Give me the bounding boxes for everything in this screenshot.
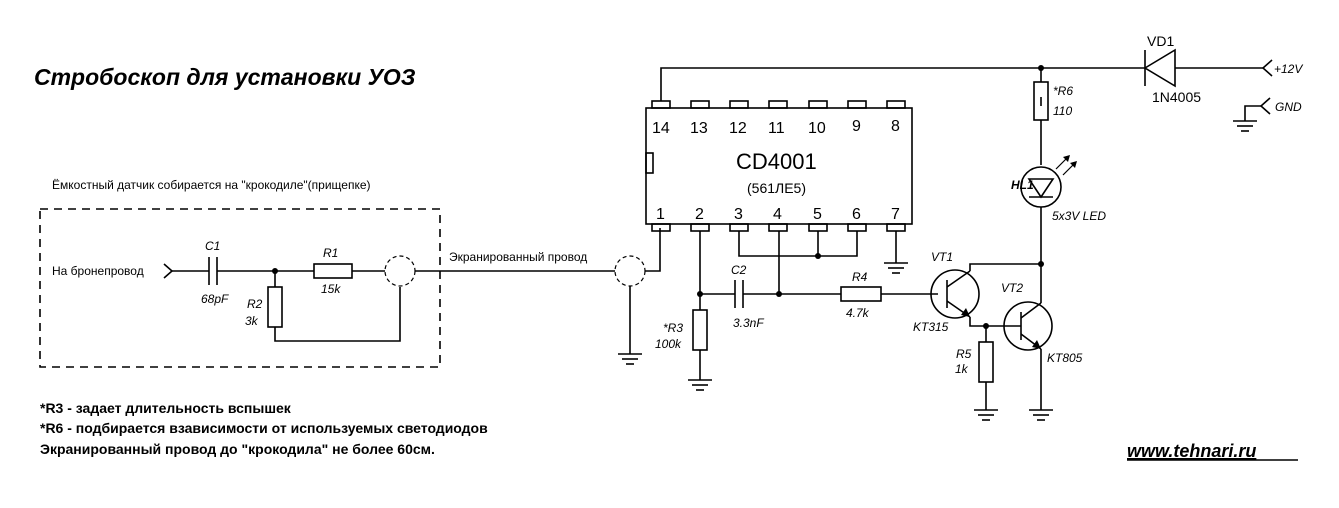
note-line: *R6 - подбирается взависимости от исполь… bbox=[40, 420, 488, 436]
r1-value: 15k bbox=[321, 282, 341, 296]
power-gnd-label: GND bbox=[1275, 100, 1302, 114]
ic-pin-number: 5 bbox=[813, 206, 822, 223]
shield-connector-icon bbox=[614, 255, 646, 287]
r2-value: 3k bbox=[245, 314, 259, 328]
c2-ref: C2 bbox=[731, 263, 747, 277]
hl1-ref: HL1 bbox=[1011, 178, 1034, 192]
shield-connector-icon bbox=[384, 255, 416, 287]
input-label: На бронепровод bbox=[52, 264, 144, 278]
resistor-r4 bbox=[840, 286, 882, 302]
note-line: *R3 - задает длительность вспышек bbox=[40, 400, 292, 416]
r6-ref: *R6 bbox=[1053, 84, 1073, 98]
website-link[interactable]: www.tehnari.ru bbox=[1127, 441, 1256, 461]
vt1-value: KT315 bbox=[913, 320, 949, 334]
gnd-terminal-icon bbox=[1259, 97, 1271, 115]
ground-icon bbox=[688, 379, 712, 391]
r6-value: 110 bbox=[1053, 104, 1072, 118]
r5-value: 1k bbox=[955, 362, 969, 376]
r3-ref: *R3 bbox=[663, 321, 683, 335]
ic-pin-number: 9 bbox=[852, 118, 861, 135]
resistor-r1 bbox=[313, 263, 353, 279]
diagram-title: Стробоскоп для установки УОЗ bbox=[34, 64, 416, 90]
r4-ref: R4 bbox=[852, 270, 868, 284]
wire-r2-shield bbox=[274, 287, 401, 342]
vt2-ref: VT2 bbox=[1001, 281, 1023, 295]
ic-pin-number: 6 bbox=[852, 206, 861, 223]
wire-to-pin1 bbox=[645, 228, 661, 272]
r3-value: 100k bbox=[655, 337, 682, 351]
resistor-r5 bbox=[978, 341, 994, 383]
ic-subname: (561ЛЕ5) bbox=[747, 180, 806, 196]
resistor-r3 bbox=[692, 309, 708, 351]
input-arrow-icon bbox=[163, 263, 174, 279]
vd1-ref: VD1 bbox=[1147, 33, 1174, 49]
shielded-wire-label: Экранированный провод bbox=[449, 250, 587, 264]
ic-pin-number: 7 bbox=[891, 206, 900, 223]
ic-pin-number: 12 bbox=[729, 120, 747, 137]
vt1-ref: VT1 bbox=[931, 250, 953, 264]
wire-vt1-emitter bbox=[969, 317, 1003, 327]
r4-value: 4.7k bbox=[846, 306, 870, 320]
ic-pin-number: 4 bbox=[773, 206, 782, 223]
capacitor-c1 bbox=[208, 257, 218, 285]
c2-value: 3.3nF bbox=[733, 316, 764, 330]
ground-icon bbox=[884, 262, 908, 274]
c1-value: 68pF bbox=[201, 292, 229, 306]
junction-dot bbox=[815, 253, 821, 259]
ground-icon bbox=[1029, 409, 1053, 421]
vd1-value: 1N4005 bbox=[1152, 89, 1201, 105]
ic-pin-number: 11 bbox=[768, 120, 785, 137]
ic-pin-number: 13 bbox=[690, 120, 708, 137]
diode-vd1 bbox=[1143, 48, 1176, 88]
hl1-value: 5x3V LED bbox=[1052, 209, 1106, 223]
ic-name: CD4001 bbox=[736, 149, 817, 174]
wire-vcc-rail bbox=[660, 67, 1145, 101]
ic-pin-number: 8 bbox=[891, 118, 900, 135]
r2-ref: R2 bbox=[247, 297, 263, 311]
r5-ref: R5 bbox=[956, 347, 972, 361]
ic-pin-number: 14 bbox=[652, 120, 670, 137]
light-rays-icon bbox=[1055, 155, 1077, 176]
plus-terminal-icon bbox=[1261, 59, 1273, 77]
c1-ref: C1 bbox=[205, 239, 220, 253]
ground-icon bbox=[1233, 120, 1257, 132]
transistor-vt2 bbox=[1003, 301, 1053, 351]
transistor-vt1 bbox=[930, 269, 980, 319]
ground-icon bbox=[974, 409, 998, 421]
sensor-note: Ёмкостный датчик собирается на "крокодил… bbox=[52, 178, 371, 192]
wire-gnd-terminal bbox=[1244, 105, 1261, 121]
vt2-value: KT805 bbox=[1047, 351, 1083, 365]
ic-pin-number: 10 bbox=[808, 120, 826, 137]
ic-notch bbox=[645, 152, 654, 174]
resistor-r2 bbox=[267, 286, 283, 328]
ic-pin-number: 1 bbox=[656, 206, 665, 223]
power-plus-label: +12V bbox=[1274, 62, 1303, 76]
wire-pins-3-6 bbox=[738, 231, 858, 257]
wire-vt1-collector bbox=[969, 263, 1041, 271]
r1-ref: R1 bbox=[323, 246, 338, 260]
ic-pin-number: 3 bbox=[734, 206, 743, 223]
ic-pins-top bbox=[651, 100, 906, 109]
ic-pins-bottom bbox=[651, 223, 906, 232]
ic-pin-number: 2 bbox=[695, 206, 704, 223]
sensor-box bbox=[39, 208, 441, 368]
ground-icon bbox=[618, 353, 642, 365]
note-line: Экранированный провод до "крокодила" не … bbox=[40, 441, 435, 457]
capacitor-c2 bbox=[734, 280, 744, 308]
